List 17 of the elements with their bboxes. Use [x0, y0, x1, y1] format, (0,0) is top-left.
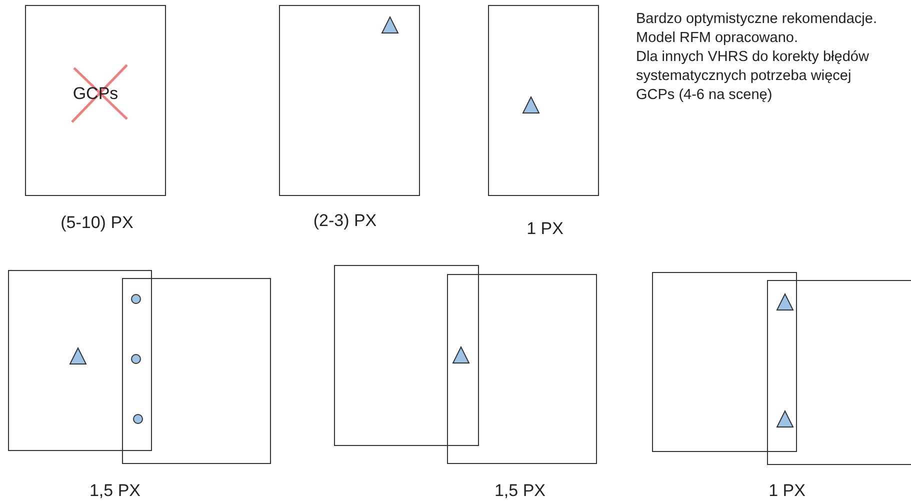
accuracy-caption: 1,5 PX [88, 480, 142, 502]
accuracy-caption: 1,5 PX [493, 480, 547, 502]
scene-frame [652, 272, 797, 452]
scene-frame [25, 5, 166, 196]
scene-frame [447, 274, 597, 464]
note-text: Model RFM opracowano. [636, 29, 799, 48]
note-text: Bardzo optymistyczne rekomendacje. [636, 10, 878, 29]
scene-frame [334, 265, 479, 446]
accuracy-caption: 1 PX [768, 480, 806, 502]
scene-frame [488, 5, 599, 196]
accuracy-caption: 1 PX [526, 218, 564, 240]
note-text: Dla innych VHRS do korekty błędów systematycznych potrzeba więcej GCPs (4-6 na scenę) [636, 48, 870, 105]
scene-frame [8, 270, 152, 451]
accuracy-caption: (2-3) PX [312, 210, 378, 232]
scene-frame [279, 5, 420, 196]
accuracy-caption: (5-10) PX [60, 212, 134, 234]
scene-frame [122, 278, 271, 464]
